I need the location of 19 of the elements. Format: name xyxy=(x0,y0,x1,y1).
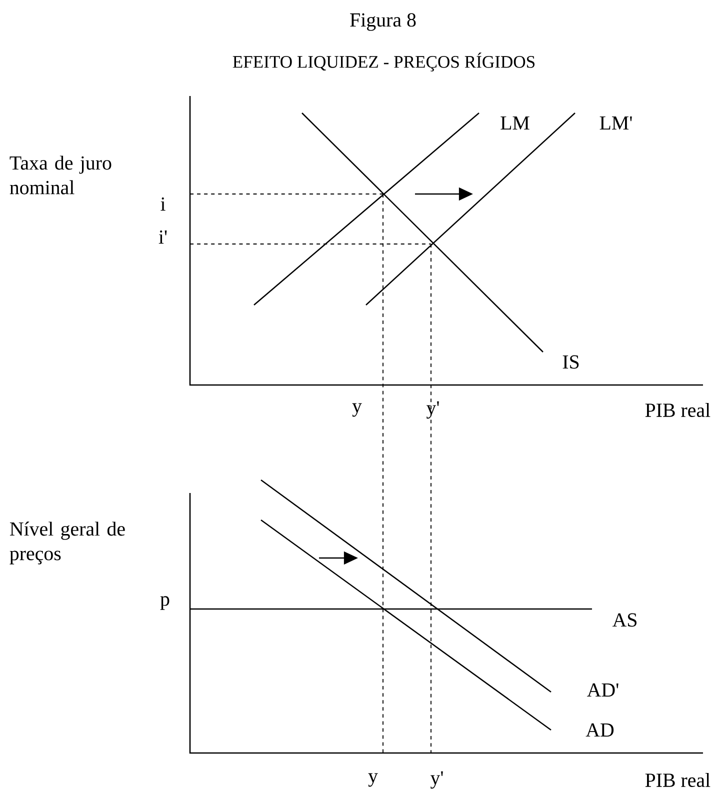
curve-label: LM' xyxy=(600,116,632,130)
axis-label: PIB real xyxy=(645,773,710,788)
curve-label: IS xyxy=(562,355,579,369)
curve-label: LM xyxy=(500,116,530,130)
axis-label: PIB real xyxy=(645,403,710,418)
curve-label: AD xyxy=(586,723,614,737)
tick-label: y xyxy=(352,403,362,417)
curve-label: AS xyxy=(612,613,636,627)
tick-label: p xyxy=(160,596,170,610)
tick-label: y xyxy=(368,773,378,787)
subtitle: EFEITO LIQUIDEZ - PREÇOS RÍGIDOS xyxy=(232,52,534,72)
tick-label: i xyxy=(160,197,166,211)
tick-label: y' xyxy=(426,401,439,419)
axis-label: Taxa de juro nominal xyxy=(10,156,112,194)
tick-label: i' xyxy=(158,230,167,244)
title: Figura 8 xyxy=(350,13,416,31)
axis-label: Nível geral de preços xyxy=(10,522,125,564)
curve-label: AD' xyxy=(587,683,618,697)
tick-label: y' xyxy=(430,771,443,789)
